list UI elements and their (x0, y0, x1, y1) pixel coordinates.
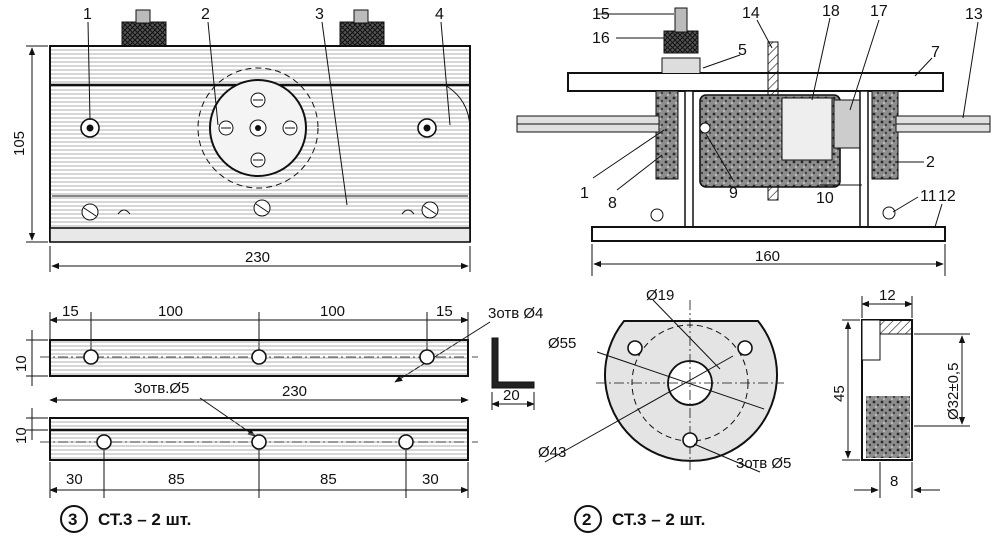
dim-length-230: 230 (245, 249, 270, 266)
callout-4: 4 (435, 6, 444, 23)
rail-hole (419, 349, 435, 365)
flange-left (655, 90, 679, 180)
mount-hole (737, 340, 753, 356)
dim-15-left: 15 (62, 303, 79, 320)
dim-angle-20: 20 (503, 387, 520, 404)
stud (674, 7, 688, 33)
bracket-right (859, 90, 869, 230)
holes-top-note: 3отв Ø4 (488, 305, 543, 322)
mount-hole (682, 432, 698, 448)
callout-1: 1 (83, 6, 92, 23)
rail-hole (251, 349, 267, 365)
dim-length-230-part: 230 (282, 383, 307, 400)
bracket-left (684, 90, 694, 230)
dim-100-right: 100 (320, 303, 345, 320)
callout-3: 3 (315, 6, 324, 23)
front-view: 1 2 3 4 105 230 (11, 6, 471, 272)
holes-note: 3отв Ø5 (736, 455, 791, 472)
caption-2-circle (574, 505, 602, 533)
section-hatch (879, 319, 913, 335)
bracket (661, 57, 701, 73)
callout-16: 16 (592, 30, 610, 47)
dim-100-left: 100 (158, 303, 183, 320)
motor-cap (833, 99, 861, 149)
top-plate (567, 72, 944, 92)
dim-height-45: 45 (831, 385, 848, 402)
stud-right (353, 9, 369, 24)
caption-3-number: 3 (68, 510, 77, 529)
side-screw (80, 118, 100, 138)
side-view: 15 16 14 5 18 17 7 13 1 8 9 10 2 11 12 1… (516, 3, 991, 276)
caption-2-text: СТ.3 – 2 шт. (612, 510, 705, 529)
flange-screw (250, 92, 266, 108)
dim-flange-top: 10 (13, 355, 30, 372)
caption-3-text: СТ.3 – 2 шт. (98, 510, 191, 529)
dim-15-right: 15 (436, 303, 453, 320)
callout-11: 11 (920, 188, 937, 205)
side-screw (417, 118, 437, 138)
rail-hole (398, 434, 414, 450)
caption-2-number: 2 (582, 510, 591, 529)
dim-height-105: 105 (11, 131, 28, 156)
callout-2-side: 2 (926, 154, 935, 171)
knurled-nut (663, 30, 699, 54)
rail-screw (421, 201, 439, 219)
rail-hole (83, 349, 99, 365)
callout-12: 12 (938, 188, 956, 205)
dim-flange-bottom: 10 (13, 427, 30, 444)
mount-hole (627, 340, 643, 356)
callout-9: 9 (729, 185, 738, 202)
dim-85-right: 85 (320, 471, 337, 488)
section-top-block (861, 319, 881, 361)
knurled-nut-left (121, 21, 167, 47)
dim-width-12: 12 (879, 287, 896, 304)
rail-screw (253, 199, 271, 217)
rail-top (49, 339, 469, 377)
dim-thickness-8: 8 (890, 473, 898, 490)
caption-3-circle (60, 505, 88, 533)
flange-screw (218, 120, 234, 136)
holes-bottom-note: 3отв.Ø5 (134, 380, 189, 397)
part3-drawing: 15 100 100 15 3отв Ø4 10 230 3отв.Ø5 10 (13, 303, 543, 533)
callout-18: 18 (822, 3, 840, 20)
callout-15: 15 (592, 6, 610, 23)
rail-hole (96, 434, 112, 450)
dim-30-right: 30 (422, 471, 439, 488)
knurled-nut-right (339, 21, 385, 47)
rail-hole (251, 434, 267, 450)
flange-right (871, 90, 899, 180)
callout-5: 5 (738, 42, 747, 59)
dim-bore-19: Ø19 (646, 287, 674, 304)
dim-length-160: 160 (755, 248, 780, 265)
callout-8: 8 (608, 195, 617, 212)
callout-10: 10 (816, 190, 834, 207)
dim-inner-32: Ø32±0,5 (945, 363, 962, 420)
callout-14: 14 (742, 5, 760, 22)
section-body (866, 396, 910, 458)
part2-drawing: Ø19 Ø55 Ø43 3отв Ø5 12 45 Ø32±0,5 8 2 СТ… (538, 287, 970, 533)
flange-screw (282, 120, 298, 136)
dim-outer-55: Ø55 (548, 335, 576, 352)
base-plate (591, 226, 946, 242)
angle-profile (491, 337, 535, 389)
flange-screw (250, 152, 266, 168)
dim-85-left: 85 (168, 471, 185, 488)
callout-2: 2 (201, 6, 210, 23)
dim-bolt-circle-43: Ø43 (538, 444, 566, 461)
stud-left (135, 9, 151, 24)
callout-7: 7 (931, 44, 940, 61)
callout-13: 13 (965, 6, 983, 23)
dim-30-left: 30 (66, 471, 83, 488)
base-rail (49, 227, 471, 243)
rail-screw (81, 203, 99, 221)
callout-17: 17 (870, 3, 888, 20)
callout-1-side: 1 (580, 185, 589, 202)
